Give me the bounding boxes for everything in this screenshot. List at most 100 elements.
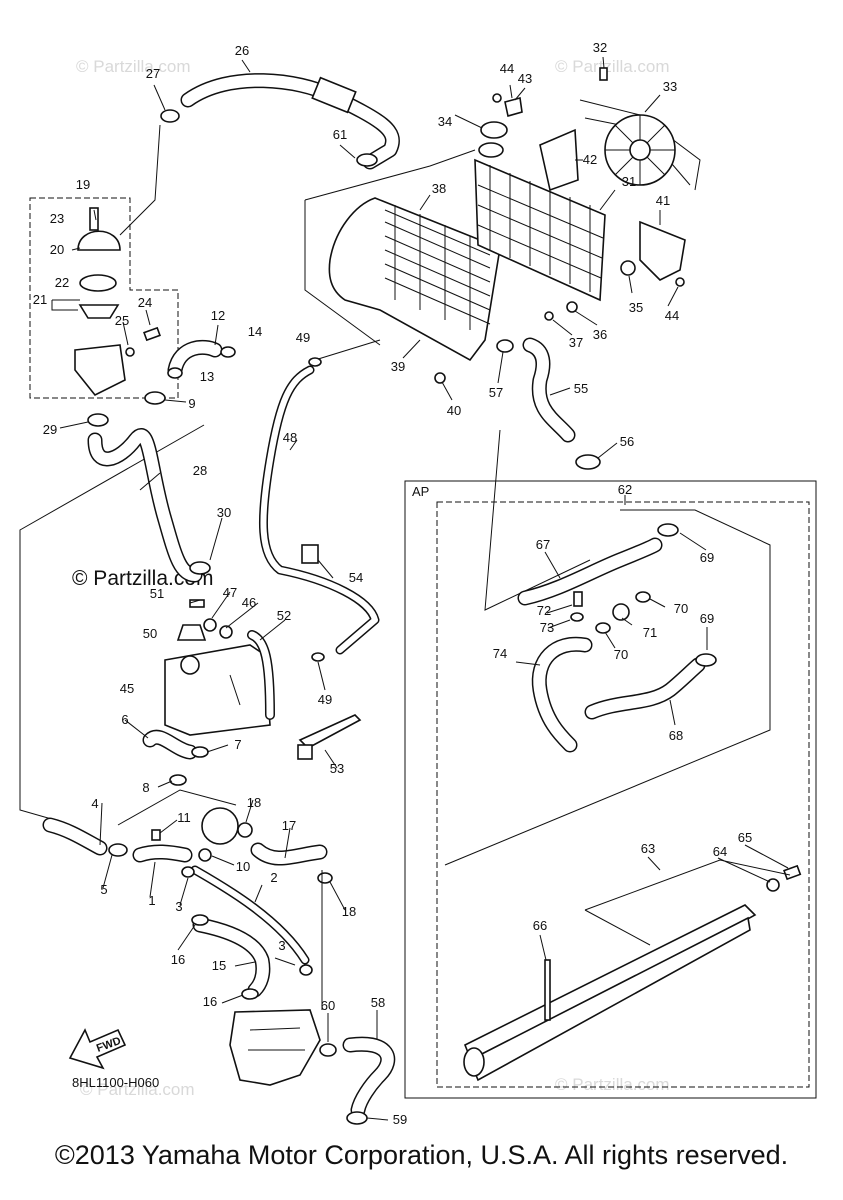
- clamp-59: [346, 1111, 368, 1125]
- clamp-18-bottom: [317, 872, 333, 884]
- part-number-18-top: 18: [247, 795, 261, 810]
- part-number-68: 68: [669, 728, 683, 743]
- clamp-70-left: [595, 622, 611, 634]
- washer-25: [125, 347, 135, 357]
- clamp-18-top: [237, 822, 253, 838]
- part-number-56: 56: [620, 434, 634, 449]
- part-number-63: 63: [641, 841, 655, 856]
- part-number-21: 21: [33, 292, 47, 307]
- radiator-outline-line2: [304, 200, 381, 346]
- bolt-32: [599, 67, 608, 81]
- part-number-27: 27: [146, 66, 160, 81]
- clamp-30: [189, 561, 211, 575]
- part-number-43: 43: [518, 71, 532, 86]
- part-number-35: 35: [629, 300, 643, 315]
- pipe-63: [463, 904, 757, 1082]
- part-number-44-top: 44: [500, 61, 514, 76]
- part-number-18-bottom: 18: [342, 904, 356, 919]
- part-number-46: 46: [242, 595, 256, 610]
- part-number-54: 54: [349, 570, 363, 585]
- part-number-59: 59: [393, 1112, 407, 1127]
- part-number-6: 6: [121, 712, 128, 727]
- clip-49-bottom: [311, 652, 325, 662]
- part-number-22: 22: [55, 275, 69, 290]
- part-number-53: 53: [330, 761, 344, 776]
- clamp-7: [191, 746, 209, 758]
- reference-line-left: [19, 424, 205, 821]
- joint-71: [612, 603, 630, 621]
- part-number-64: 64: [713, 844, 727, 859]
- part-number-9: 9: [188, 396, 195, 411]
- clamp-46: [219, 625, 233, 639]
- pump-cover: [201, 807, 239, 845]
- water-pump-body: [229, 1009, 321, 1086]
- part-number-62: 62: [618, 482, 632, 497]
- part-number-30: 30: [217, 505, 231, 520]
- leader-lines: [51, 56, 789, 1121]
- part-number-48: 48: [283, 430, 297, 445]
- part-number-36: 36: [593, 327, 607, 342]
- part-number-34: 34: [438, 114, 452, 129]
- bracket-41: [639, 220, 686, 281]
- part-number-17: 17: [282, 818, 296, 833]
- clamp-60: [319, 1043, 337, 1057]
- part-number-72: 72: [537, 603, 551, 618]
- part-number-58: 58: [371, 995, 385, 1010]
- clamp-73: [570, 612, 584, 622]
- fwd-arrow: FWD: [68, 1028, 127, 1070]
- ap-outer-box: [404, 480, 817, 1099]
- part-number-labels: 26 27 61 19 23 20 22 21 24 25 12 14 13 9…: [33, 40, 752, 1127]
- watermark-top-right: © Partzilla.com: [555, 57, 670, 76]
- part-number-15: 15: [212, 958, 226, 973]
- ap-inner-box: [436, 501, 810, 1088]
- radiator-outline-line: [304, 149, 476, 201]
- part-number-4: 4: [91, 796, 98, 811]
- part-number-74: 74: [493, 646, 507, 661]
- hose-51: [189, 599, 205, 608]
- part-number-69-top: 69: [700, 550, 714, 565]
- clamp-69-top: [657, 523, 679, 537]
- part-number-28: 28: [193, 463, 207, 478]
- part-number-16-bottom: 16: [203, 994, 217, 1009]
- collar-36: [566, 301, 578, 313]
- part-number-41: 41: [656, 193, 670, 208]
- part-number-44-right: 44: [665, 308, 679, 323]
- clip-66: [544, 959, 551, 1021]
- part-number-24: 24: [138, 295, 152, 310]
- part-number-38: 38: [432, 181, 446, 196]
- part-number-71: 71: [643, 625, 657, 640]
- part-number-11: 11: [177, 810, 191, 825]
- cap-50: [176, 624, 207, 641]
- part-number-50: 50: [143, 626, 157, 641]
- part-number-2: 2: [270, 870, 277, 885]
- clamp-69-bottom: [695, 653, 717, 667]
- damper-35: [620, 260, 636, 276]
- hose-26: [180, 73, 400, 170]
- clamp-29: [87, 413, 109, 427]
- part-number-52: 52: [277, 608, 291, 623]
- line-26-to-20: [119, 124, 161, 236]
- valve-47: [203, 618, 217, 632]
- part-number-45: 45: [120, 681, 134, 696]
- thermostat-group-box: [29, 197, 179, 399]
- part-number-70-right: 70: [674, 601, 688, 616]
- clamp-3-top: [181, 866, 195, 878]
- bolt-37: [544, 311, 554, 321]
- part-number-51: 51: [150, 586, 164, 601]
- part-number-5: 5: [100, 882, 107, 897]
- part-number-33: 33: [663, 79, 677, 94]
- part-number-73: 73: [540, 620, 554, 635]
- part-number-19: 19: [76, 177, 90, 192]
- fan-33: [579, 99, 701, 191]
- radiator-cap-34: [480, 121, 508, 139]
- clamp-8: [169, 774, 187, 786]
- band-clip-53: [297, 744, 313, 760]
- part-number-65: 65: [738, 830, 752, 845]
- clamp-57: [496, 339, 514, 353]
- thermostat-21: [78, 304, 120, 319]
- part-number-40: 40: [447, 403, 461, 418]
- clamp-70-right: [635, 591, 651, 603]
- part-number-12: 12: [211, 308, 225, 323]
- bolt-11: [151, 829, 161, 841]
